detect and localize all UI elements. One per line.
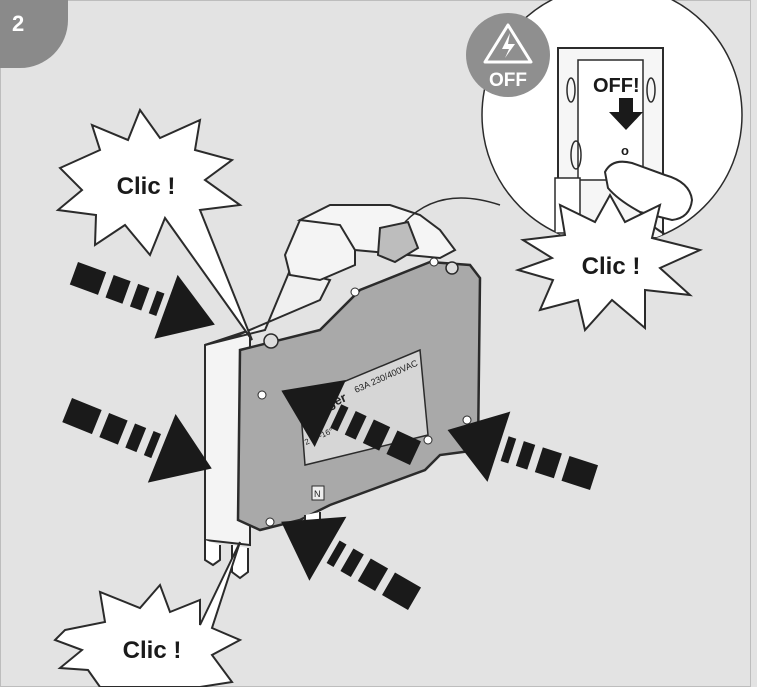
zoom-slot [646, 77, 656, 103]
zoom-off-label: OFF! [593, 75, 640, 97]
press-arrow-mid-left [62, 398, 212, 483]
zoom-slot [566, 77, 576, 103]
rivet [462, 415, 472, 425]
rivet [265, 517, 275, 527]
burst-text: Clic ! [123, 637, 182, 664]
clic-burst-top-left: Clic ! [55, 107, 253, 341]
press-arrow-bottom [281, 516, 421, 610]
down-arrow-icon [609, 98, 643, 130]
rivet [423, 435, 433, 445]
rivet [350, 287, 360, 297]
press-arrow-right [447, 411, 599, 490]
screw [263, 333, 279, 349]
off-badge-circle [466, 13, 550, 97]
callout-pointer [404, 197, 501, 223]
clic-burst-right: Clic ! [514, 192, 704, 333]
press-arrows [62, 262, 599, 610]
finger-icon [603, 160, 694, 222]
burst-text: Clic ! [582, 253, 641, 280]
clic-burst-bottom-left: Clic ! [53, 541, 243, 687]
press-arrow-upper-left [69, 262, 215, 339]
zoom-callout: OFF! o OFF [404, 0, 743, 246]
screw [445, 261, 459, 275]
terminal-n-label: N [314, 489, 321, 499]
press-arrow-center [281, 379, 421, 465]
terminal-n-box [311, 485, 325, 501]
off-badge: OFF [466, 13, 550, 97]
din-clip [204, 540, 221, 567]
warning-triangle-icon [483, 23, 533, 64]
step-number: 2 [12, 11, 24, 36]
zoom-position-mark: o [621, 143, 629, 158]
zoom-slot [570, 140, 582, 170]
off-badge-text: OFF [489, 70, 527, 91]
toggle-lever [376, 220, 420, 264]
rivet [429, 257, 439, 267]
step-badge: 2 [0, 0, 68, 68]
burst-text: Clic ! [117, 173, 176, 200]
lightning-bolt-icon [502, 33, 515, 58]
device-top-left [204, 268, 332, 346]
rivet [257, 390, 267, 400]
